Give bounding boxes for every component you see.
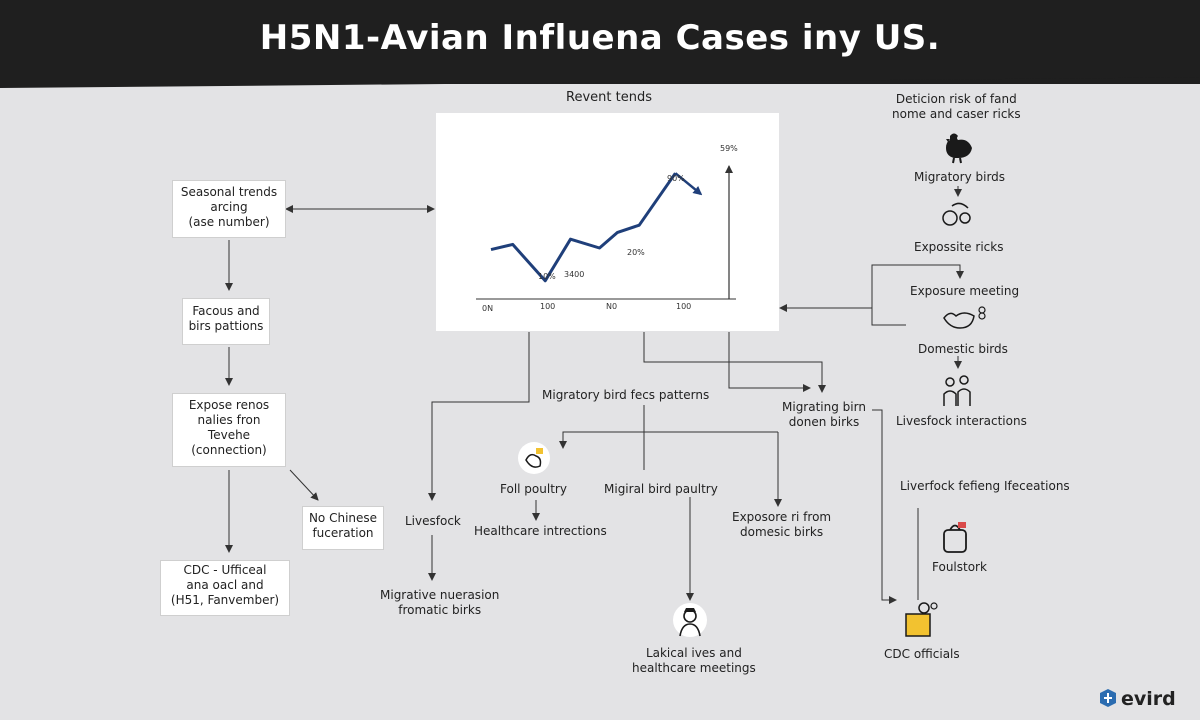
brand-logo: evird: [1098, 688, 1176, 710]
data-label-2: 3400: [564, 270, 584, 279]
birds-outline-icon: [942, 202, 971, 226]
foulstork-label: Foulstork: [932, 560, 987, 574]
domestic-birds-label: Domestic birds: [918, 342, 1008, 356]
chart-heading: Revent tends: [566, 90, 652, 105]
cdc-folder-icon: [905, 602, 938, 637]
livestock-box-icon: [943, 522, 967, 553]
migiral-bird-poultry-label: Migiral bird paultry: [604, 482, 718, 496]
trend-chart-panel: 10% 3400 20% 90% 59% 0N 100 N0 100: [436, 113, 779, 331]
page-title: H5N1-Avian Influena Cases iny US.: [259, 18, 941, 58]
cdc-officials-label: CDC officials: [884, 647, 960, 661]
x-tick-2: 100: [540, 302, 555, 311]
series-line: [490, 172, 677, 283]
data-label-1: 10%: [538, 272, 556, 281]
data-label-4: 90%: [667, 174, 685, 183]
brand-logo-icon: [1100, 689, 1116, 707]
livestock-label: Livesfock: [405, 514, 461, 528]
migratory-birds-label: Migratory birds: [914, 170, 1006, 184]
healthcare-interactions-label: Healthcare intrections: [474, 524, 607, 538]
foll-poultry-label: Foll poultry: [500, 482, 567, 496]
data-label-5: 59%: [720, 144, 738, 153]
trend-chart: 10% 3400 20% 90% 59% 0N 100 N0 100: [476, 144, 738, 313]
data-label-3: 20%: [627, 248, 645, 257]
x-tick-3: N0: [606, 302, 617, 311]
exposure-ricks-label: Expossite ricks: [914, 240, 1004, 254]
livestock-feeding-label: Liverfock fefieng Ifeceations: [900, 479, 1070, 493]
bird-outline-icon: [943, 306, 986, 329]
series-end-arrow: [674, 172, 703, 196]
livestock-interactions-label: Livesfock interactions: [896, 414, 1027, 428]
x-tick-1: 0N: [482, 304, 493, 313]
brand-name: evird: [1121, 688, 1176, 710]
x-tick-4: 100: [676, 302, 691, 311]
title-bar: [0, 0, 1200, 88]
poultry-mixed-icon: [518, 442, 550, 474]
healthcare-worker-icon: [673, 603, 707, 637]
migratory-bird-patterns-label: Migratory bird fecs patterns: [542, 388, 710, 402]
people-group-icon: [943, 375, 971, 406]
exposure-meeting-label: Exposure meeting: [910, 284, 1020, 298]
chicken-icon: [946, 133, 972, 164]
